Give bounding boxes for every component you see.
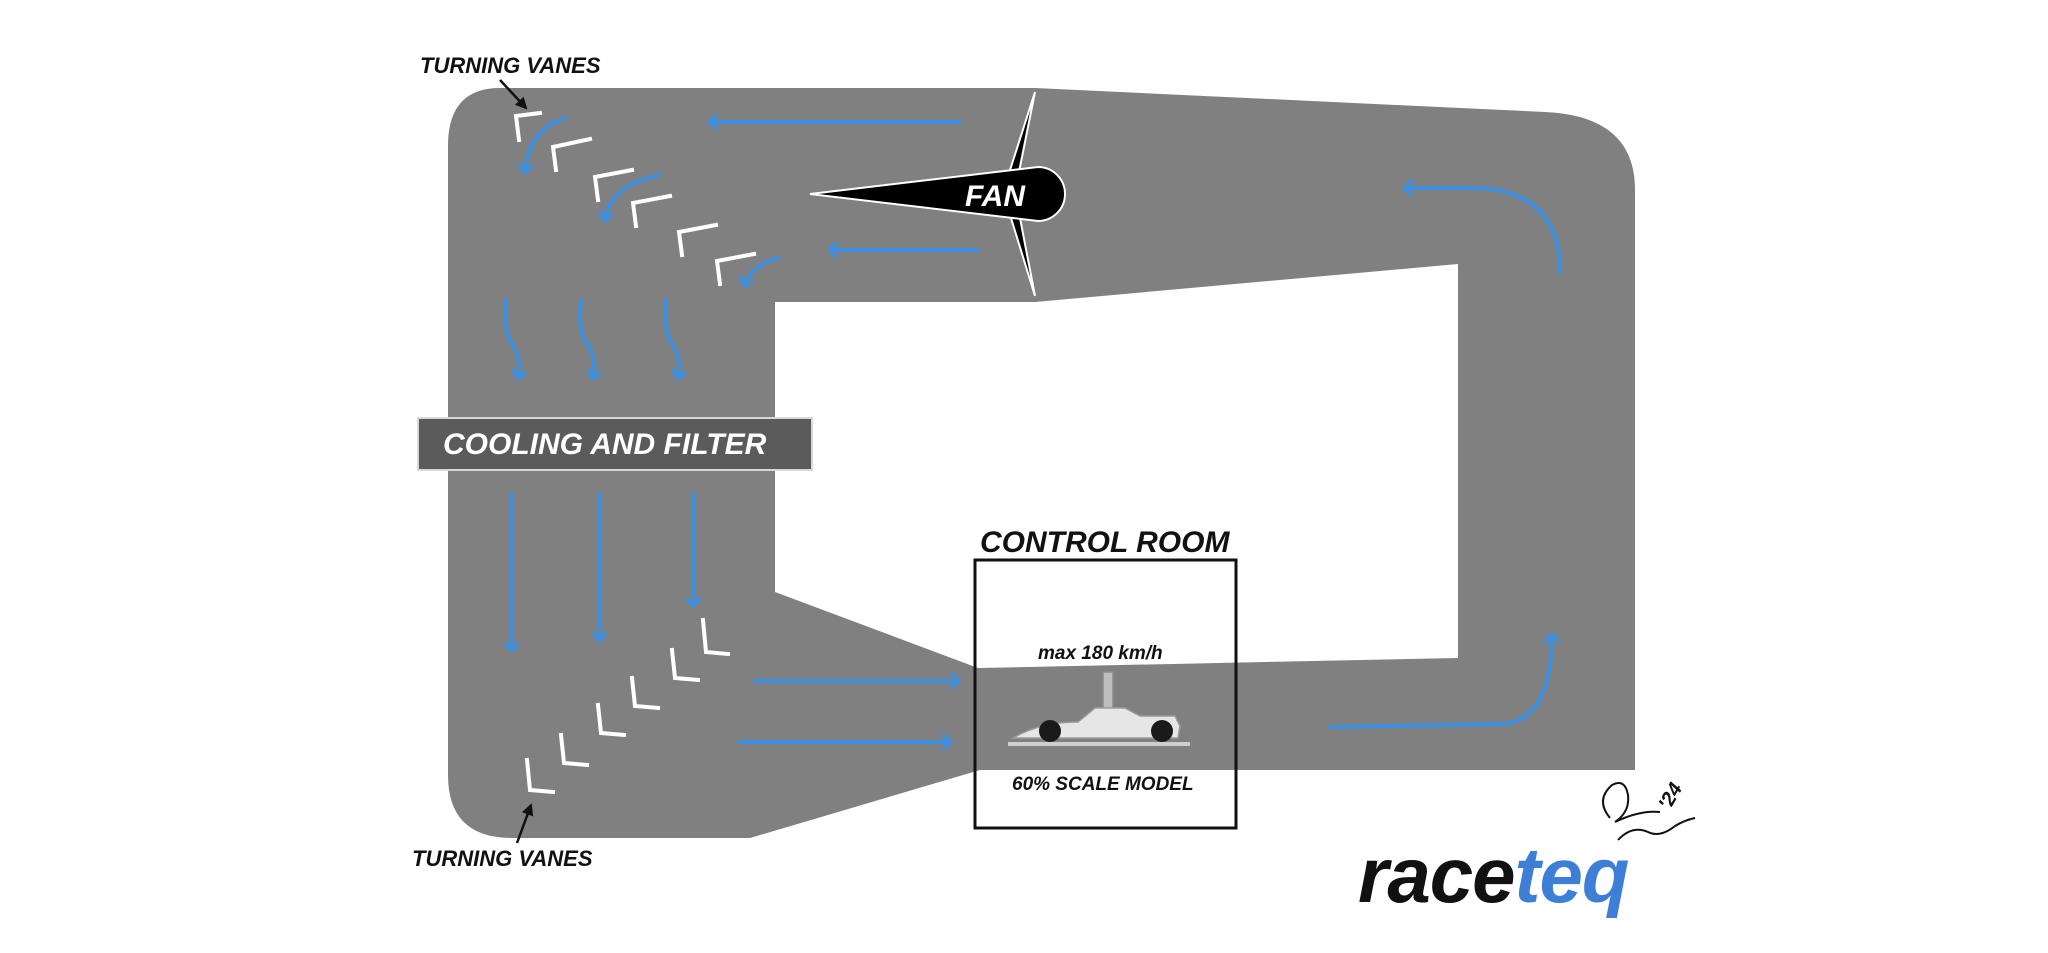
fan: FAN: [809, 91, 1066, 297]
turning-vanes-top-label: TURNING VANES: [420, 53, 601, 78]
flow-arrow: [577, 298, 594, 378]
flow-arrow: [744, 256, 780, 285]
turning-vanes-bottom-label: TURNING VANES: [412, 846, 593, 871]
turning-vanes-top-callout: TURNING VANES: [420, 53, 601, 110]
logo-teq: teq: [1515, 831, 1629, 919]
raceteq-logo: raceteq: [1358, 831, 1630, 919]
scale-model-label: 60% SCALE MODEL: [1012, 774, 1194, 795]
turning-vanes-bottom: [524, 617, 731, 795]
flow-arrow: [662, 298, 679, 378]
control-room-label: CONTROL ROOM: [980, 526, 1230, 559]
flow-arrows: [502, 116, 1562, 742]
signature-year: '24: [1655, 779, 1688, 813]
svg-text:raceteq: raceteq: [1358, 831, 1629, 919]
turning-vanes-bottom-callout: TURNING VANES: [412, 803, 593, 871]
max-speed-label: max 180 km/h: [1038, 643, 1163, 664]
flow-arrow: [525, 116, 567, 172]
flow-arrow: [605, 173, 662, 220]
flow-arrow: [502, 298, 519, 378]
turning-vanes-top: [513, 110, 757, 287]
cooling-filter-label: COOLING AND FILTER: [443, 428, 767, 461]
race-car-model: [1008, 671, 1190, 746]
flow-arrow: [1328, 635, 1552, 729]
cooling-filter-unit: COOLING AND FILTER: [417, 417, 813, 471]
logo-race: race: [1358, 831, 1515, 919]
control-room: CONTROL ROOM max 180 km/h 60% SCALE MODE…: [973, 526, 1238, 830]
flow-arrow: [1405, 188, 1562, 274]
fan-label: FAN: [965, 180, 1026, 213]
